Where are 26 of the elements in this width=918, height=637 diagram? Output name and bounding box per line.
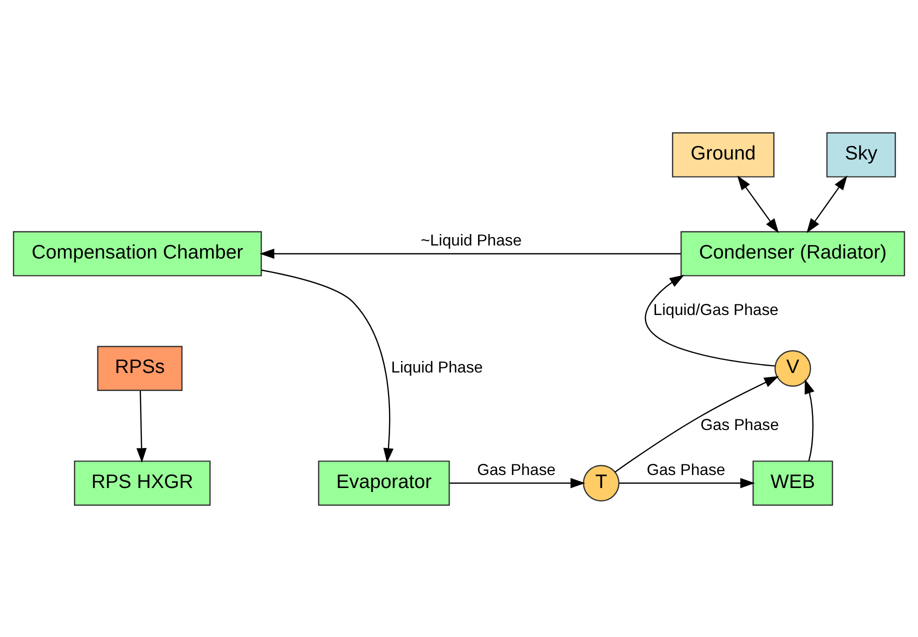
- node-box: Condenser (Radiator): [680, 230, 906, 276]
- arrow: [260, 248, 681, 258]
- edge-label: Gas Phase: [646, 462, 726, 479]
- arrow: [261, 269, 394, 462]
- arrow: [737, 175, 779, 233]
- edge-label: Gas Phase: [477, 462, 556, 479]
- edge-label: ~Liquid Phase: [420, 232, 522, 250]
- node-box: RPS HXGR: [74, 460, 211, 506]
- node-box: Ground: [672, 132, 774, 177]
- arrow: [450, 478, 586, 488]
- arrow: [136, 390, 147, 462]
- arrow: [619, 478, 755, 488]
- node-circle: V: [774, 350, 812, 386]
- edge-label: Liquid/Gas Phase: [653, 302, 779, 319]
- edge-label: Gas Phase: [700, 416, 779, 434]
- node-box: Sky: [826, 132, 896, 177]
- arrow: [804, 378, 814, 461]
- node-box: WEB: [752, 460, 834, 506]
- edge-label: Liquid Phase: [391, 359, 483, 376]
- node-circle: T: [582, 464, 620, 501]
- node-box: RPSs: [97, 345, 183, 390]
- arrow: [806, 174, 848, 233]
- node-box: Compensation Chamber: [12, 230, 262, 276]
- arrow: [614, 376, 779, 472]
- arrow: [645, 274, 776, 366]
- node-box: Evaporator: [318, 460, 450, 506]
